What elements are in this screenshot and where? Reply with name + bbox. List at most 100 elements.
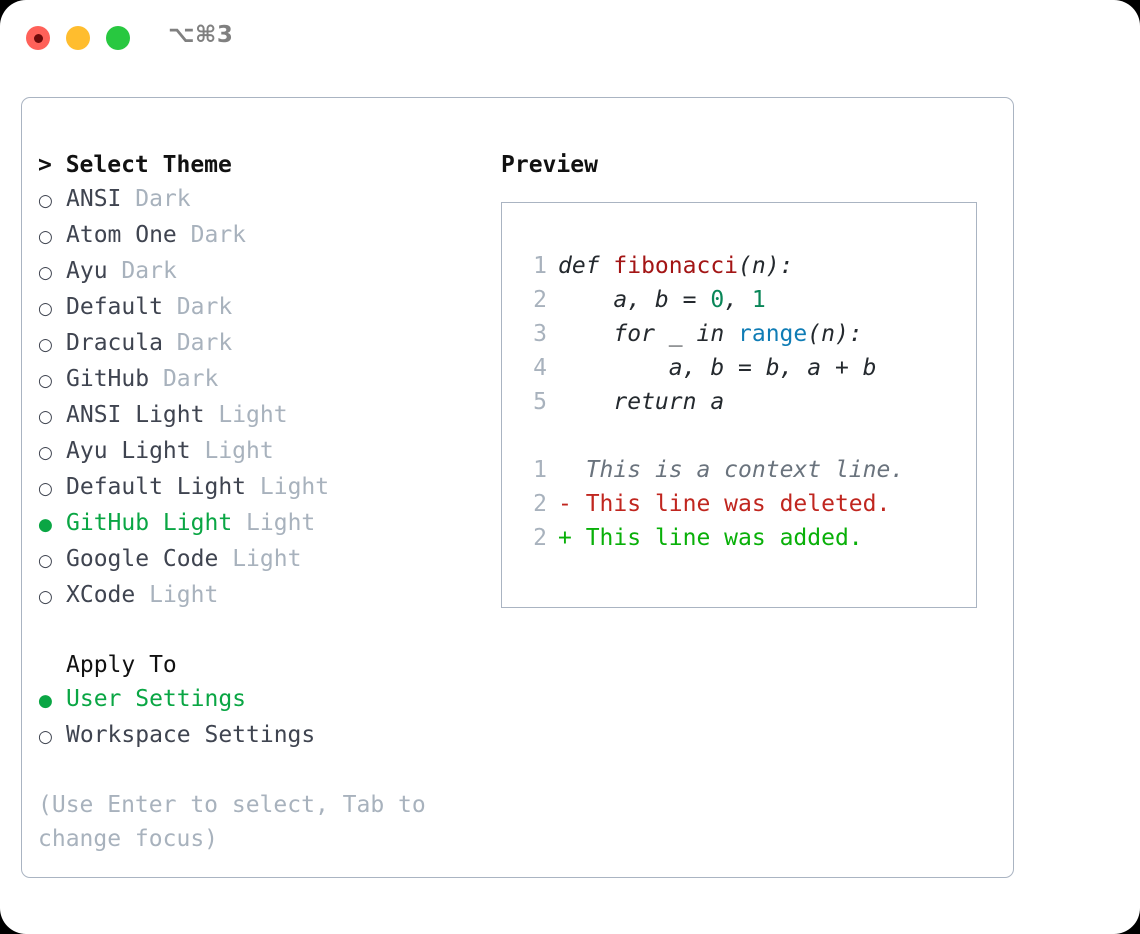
theme-option-row[interactable]: ○ Default Light Light — [38, 470, 478, 506]
apply-to-list: ● User Settings ○ Workspace Settings — [38, 682, 478, 754]
radio-unselected-icon[interactable]: ○ — [38, 479, 53, 499]
apply-to-option-row[interactable]: ○ Workspace Settings — [38, 718, 478, 754]
theme-option-name: Ayu — [66, 258, 108, 284]
keyboard-hint-text: (Use Enter to select, Tab to change focu… — [38, 792, 440, 852]
apply-to-option-row[interactable]: ● User Settings — [38, 682, 478, 718]
code-token-plain: (n): — [738, 253, 794, 279]
code-token-num: 0 — [710, 287, 725, 313]
radio-unselected-icon[interactable]: ○ — [38, 407, 53, 427]
radio-selected-icon[interactable]: ● — [38, 515, 53, 535]
theme-option-row[interactable]: ○GitHub Dark — [38, 362, 478, 398]
select-theme-heading: > Select Theme — [38, 152, 232, 178]
theme-option-category: Light — [204, 438, 274, 464]
theme-option-row[interactable]: ● GitHub Light Light — [38, 506, 478, 542]
close-button-icon[interactable] — [26, 26, 50, 50]
radio-unselected-icon[interactable]: ○ — [38, 299, 53, 319]
theme-option-category: Dark — [190, 222, 247, 248]
theme-option-name: Atom One — [66, 222, 177, 248]
theme-option-name: Default Light — [66, 474, 247, 500]
radio-selected-icon[interactable]: ● — [38, 691, 53, 711]
diff-line: 2+ This line was added. — [519, 521, 904, 555]
gap — [163, 326, 177, 360]
code-line-number: 3 — [533, 321, 547, 347]
code-line-number: 5 — [533, 389, 547, 415]
radio-unselected-icon[interactable]: ○ — [38, 551, 53, 571]
radio-unselected-icon[interactable]: ○ — [38, 191, 53, 211]
diff-marker-deleted: - — [558, 491, 586, 517]
diff-line-text: This is a context line. — [585, 457, 905, 483]
maximize-button-icon[interactable] — [106, 26, 130, 50]
apply-to-heading: Apply To — [66, 652, 177, 678]
theme-option-name: Dracula — [66, 330, 163, 356]
code-line-number: 1 — [533, 253, 547, 279]
code-line: 3 for _ in range(n): — [519, 317, 904, 351]
theme-option-row[interactable]: ○ Dracula Dark — [38, 326, 478, 362]
gap — [177, 218, 191, 252]
theme-option-category: Light — [232, 546, 302, 572]
close-core — [33, 33, 43, 43]
diff-line-number: 1 — [533, 457, 547, 483]
code-token-plain: def — [558, 253, 614, 279]
code-line: 5 return a — [519, 385, 904, 419]
gap — [232, 506, 246, 540]
gap — [246, 470, 260, 504]
apply-to-option-label: Workspace Settings — [66, 722, 316, 748]
radio-unselected-icon[interactable]: ○ — [38, 443, 53, 463]
theme-option-row[interactable]: ○ Ayu Light Light — [38, 434, 478, 470]
theme-option-row[interactable]: ○ Atom One Dark — [38, 218, 478, 254]
diff-marker-added: + — [558, 525, 586, 551]
code-token-call: range — [738, 321, 808, 347]
theme-option-row[interactable]: ○Default Dark — [38, 290, 478, 326]
theme-list: ○ANSI Dark○Atom One Dark○Ayu Dark○Defaul… — [38, 182, 478, 614]
theme-option-row[interactable]: ○ Google Code Light — [38, 542, 478, 578]
gap — [204, 398, 218, 432]
code-token-plain: (n): — [807, 321, 863, 347]
theme-option-name: Ayu Light — [66, 438, 191, 464]
code-token-num: 1 — [751, 287, 766, 313]
theme-option-category: Light — [246, 510, 316, 536]
radio-unselected-icon[interactable]: ○ — [38, 335, 53, 355]
gap — [191, 434, 205, 468]
theme-option-row[interactable]: ○ XCode Light — [38, 578, 478, 614]
theme-picker-column: > Select Theme ○ANSI Dark○Atom One Dark○… — [38, 148, 478, 856]
gap — [218, 542, 232, 576]
code-token-plain: a, b = b, a + b — [558, 355, 877, 381]
minimize-button-icon[interactable] — [66, 26, 90, 50]
theme-option-name: GitHub Light — [66, 510, 233, 536]
radio-unselected-icon[interactable]: ○ — [38, 227, 53, 247]
code-token-plain: for _ in — [558, 321, 739, 347]
list-spacer — [38, 614, 478, 648]
theme-option-name: Google Code — [66, 546, 219, 572]
code-line-number: 2 — [533, 287, 547, 313]
theme-option-name: GitHub — [66, 366, 150, 392]
radio-unselected-icon[interactable]: ○ — [38, 587, 53, 607]
theme-option-category: Dark — [176, 330, 233, 356]
radio-unselected-icon[interactable]: ○ — [38, 263, 53, 283]
theme-option-category: Dark — [121, 258, 177, 284]
gap — [163, 290, 177, 324]
hint-spacer — [38, 754, 478, 788]
theme-option-row[interactable]: ○ANSI Dark — [38, 182, 478, 218]
theme-option-category: Light — [259, 474, 330, 500]
diff-line-number: 2 — [533, 525, 547, 551]
code-diff-spacer — [519, 419, 904, 453]
diff-marker-context — [558, 453, 586, 487]
main-panel: > Select Theme ○ANSI Dark○Atom One Dark○… — [21, 97, 1014, 878]
theme-option-category: Light — [149, 582, 219, 608]
theme-option-name: XCode — [66, 582, 136, 608]
radio-unselected-icon[interactable]: ○ — [38, 371, 53, 391]
code-token-plain: , — [724, 287, 752, 313]
apply-to-option-label: User Settings — [66, 686, 247, 712]
theme-option-row[interactable]: ○ Ayu Dark — [38, 254, 478, 290]
radio-unselected-icon[interactable]: ○ — [38, 727, 53, 747]
gap — [121, 182, 135, 216]
diff-line-number: 2 — [533, 491, 547, 517]
code-token-plain: return a — [558, 389, 725, 415]
theme-option-name: ANSI — [66, 186, 122, 212]
gap — [108, 254, 122, 288]
theme-option-row[interactable]: ○ANSI Light Light — [38, 398, 478, 434]
